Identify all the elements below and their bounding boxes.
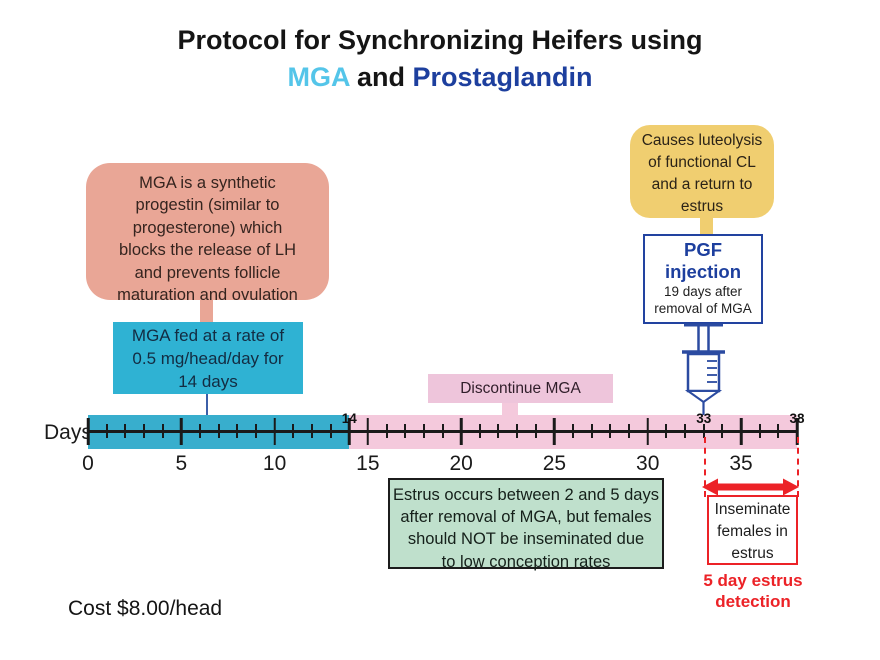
tick-day-35 (739, 418, 743, 445)
tick-day-29 (628, 424, 631, 438)
tick-day-5 (180, 418, 183, 445)
day-label-5: 5 (175, 452, 188, 475)
title-mga: MGA (287, 62, 350, 92)
pgf-injection-subtext: 19 days after removal of MGA (654, 284, 752, 316)
tick-day-11 (292, 424, 295, 438)
tick-day-9 (254, 424, 257, 438)
day-label-15: 15 (356, 452, 380, 475)
discontinue-mga-box: Discontinue MGA (428, 374, 613, 403)
tick-day-19 (441, 424, 444, 438)
tick-day-25 (553, 418, 556, 445)
tick-day-36 (758, 424, 761, 438)
tick-day-2 (124, 424, 127, 438)
mga-info-connector (200, 296, 213, 324)
tick-day-12 (310, 424, 313, 438)
timeline-labels-above: 14 33 38 (88, 411, 805, 426)
timeline-bar (86, 415, 799, 449)
cost-label: Cost $8.00/head (68, 597, 223, 620)
day-label-0: 0 (82, 452, 94, 475)
luteolysis-connector (700, 214, 713, 238)
tick-day-6 (198, 424, 201, 438)
pgf-injection-title: PGF injection (664, 239, 742, 282)
title-prostaglandin: Prostaglandin (412, 62, 593, 92)
tick-day-8 (236, 424, 239, 438)
luteolysis-callout: Causes luteolysis of functional CL and a… (630, 125, 774, 218)
page-title: Protocol for Synchronizing Heifers using… (0, 22, 880, 96)
tick-day-14 (347, 418, 351, 445)
tick-day-30 (646, 418, 649, 445)
day-label-20: 20 (449, 452, 473, 475)
detection-window-arrow (702, 478, 799, 496)
day-label-35: 35 (729, 452, 753, 475)
detection-window-end-line (797, 437, 799, 497)
tick-day-23 (516, 424, 519, 438)
day-marker-33: 33 (696, 411, 712, 426)
estrus-detection-label: 5 day estrus detection (703, 571, 803, 611)
tick-day-10 (273, 418, 276, 445)
day-marker-38: 38 (789, 411, 805, 426)
timeline-labels-below: 0 5 10 15 20 25 30 35 (82, 452, 797, 478)
tick-day-27 (590, 424, 593, 438)
tick-day-28 (609, 424, 612, 438)
tick-day-18 (422, 424, 425, 438)
tick-day-0 (86, 418, 90, 445)
discontinue-connector (502, 402, 518, 416)
day-marker-14: 14 (341, 411, 357, 426)
tick-day-37 (777, 424, 780, 438)
tick-day-1 (105, 424, 108, 438)
title-line1: Protocol for Synchronizing Heifers using (177, 25, 703, 55)
estrus-warning-box: Estrus occurs between 2 and 5 days after… (388, 478, 664, 571)
tick-day-20 (459, 418, 463, 445)
tick-day-3 (142, 424, 145, 438)
title-and: and (349, 62, 413, 92)
tick-day-32 (684, 424, 687, 438)
tick-day-24 (534, 424, 537, 438)
mga-fed-box: MGA fed at a rate of 0.5 mg/head/day for… (113, 322, 303, 394)
mga-fed-connector (206, 393, 208, 416)
syringe-icon (682, 323, 725, 416)
tick-day-31 (665, 424, 668, 438)
day-label-25: 25 (542, 452, 567, 475)
tick-day-22 (497, 424, 500, 438)
day-label-10: 10 (262, 452, 287, 475)
tick-day-4 (161, 424, 164, 438)
pgf-injection-box: PGF injection 19 days after removal of M… (643, 234, 763, 324)
tick-day-13 (329, 424, 332, 438)
day-label-30: 30 (636, 452, 660, 475)
inseminate-box: Inseminate females in estrus (707, 495, 798, 565)
tick-day-38 (795, 418, 799, 445)
axis-title: Days (44, 421, 92, 444)
tick-day-15 (366, 418, 370, 445)
title-line2: MGA and Prostaglandin (0, 59, 880, 96)
tick-day-21 (478, 424, 481, 438)
mga-info-callout: MGA is a synthetic progestin (similar to… (86, 163, 329, 304)
tick-day-16 (385, 424, 388, 438)
tick-day-17 (404, 424, 407, 438)
tick-day-34 (721, 424, 724, 438)
tick-day-33 (702, 424, 705, 438)
detection-window-start-line (703, 437, 706, 497)
tick-day-7 (217, 424, 220, 438)
tick-day-26 (572, 424, 575, 438)
